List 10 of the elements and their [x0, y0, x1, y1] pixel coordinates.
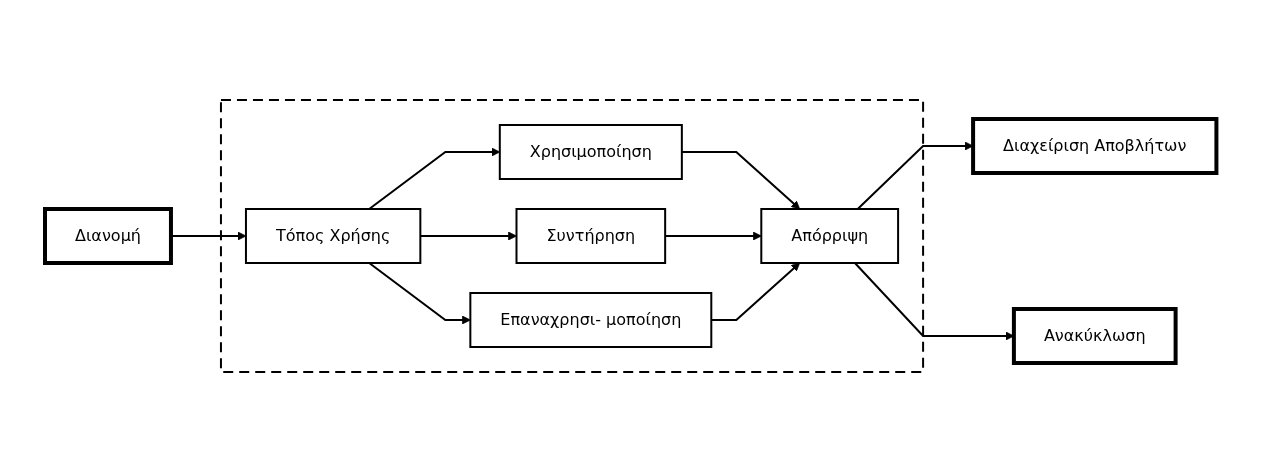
- node-box: Επαναχρησι- μοποίηση: [469, 291, 713, 348]
- node-box: Συντήρηση: [515, 207, 667, 264]
- cluster: [220, 98, 925, 373]
- node-box: Απόρριψη: [760, 207, 900, 264]
- node-box: Ανακύκλωση: [1012, 306, 1178, 365]
- node-box: Τόπος Χρήσης: [245, 207, 422, 264]
- node-box: Διαχείριση Αποβλήτων: [971, 116, 1219, 175]
- node-box: Διανομή: [43, 206, 174, 265]
- node-box: Χρησιμοποίηση: [499, 123, 684, 180]
- arrow: [368, 147, 501, 210]
